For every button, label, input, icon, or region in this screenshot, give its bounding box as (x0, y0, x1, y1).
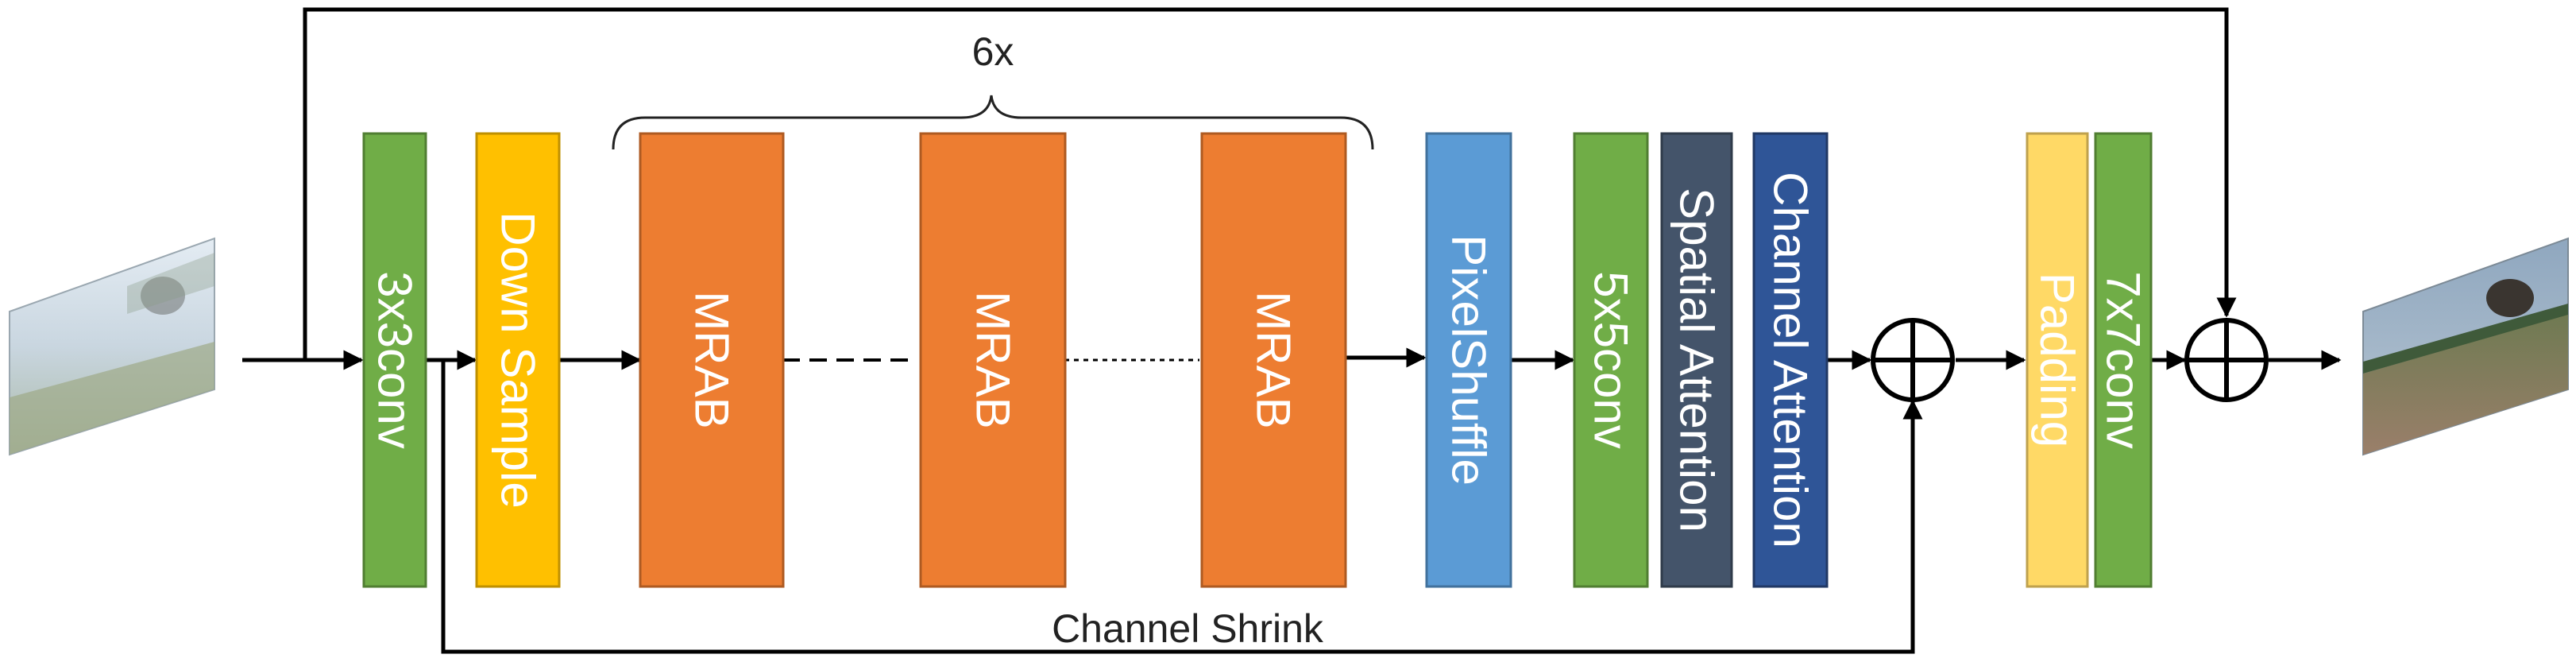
block-spatial-attention: Spatial Attention (1660, 132, 1733, 588)
block-5x5conv-label: 5x5conv (1585, 271, 1638, 448)
block-spatial-attention-label: Spatial Attention (1670, 188, 1724, 532)
global-skip-connection (303, 7, 2237, 360)
block-channel-attention: Channel Attention (1752, 132, 1829, 588)
block-down-sample: Down Sample (475, 132, 561, 588)
block-pixelshuffle-label: PixelShuffle (1442, 234, 1496, 486)
repeat-brace (612, 95, 1374, 150)
block-7x7conv: 7x7conv (2094, 132, 2153, 588)
channel-shrink-label: Channel Shrink (1052, 606, 1324, 651)
block-mrab-1-label: MRAB (686, 291, 739, 428)
channel-shrink-skip-connection (441, 360, 1923, 654)
block-3x3conv: 3x3conv (362, 132, 427, 588)
input-image (9, 237, 215, 456)
circle-plus-icon (1871, 318, 1955, 402)
block-padding: Padding (2026, 132, 2089, 588)
block-channel-attention-label: Channel Attention (1764, 172, 1817, 548)
block-mrab-2: MRAB (919, 132, 1067, 588)
block-mrab-3-label: MRAB (1247, 291, 1300, 428)
circle-plus-icon (2184, 318, 2269, 402)
block-5x5conv: 5x5conv (1573, 132, 1649, 588)
block-3x3conv-label: 3x3conv (369, 271, 422, 448)
block-7x7conv-label: 7x7conv (2097, 271, 2150, 448)
block-pixelshuffle: PixelShuffle (1425, 132, 1512, 588)
block-mrab-2-label: MRAB (967, 291, 1020, 428)
repeat-label: 6x (972, 29, 1014, 74)
block-mrab-3: MRAB (1200, 132, 1347, 588)
block-mrab-1: MRAB (639, 132, 785, 588)
output-image (2362, 237, 2569, 456)
block-padding-label: Padding (2031, 273, 2084, 447)
block-down-sample-label: Down Sample (492, 211, 545, 509)
